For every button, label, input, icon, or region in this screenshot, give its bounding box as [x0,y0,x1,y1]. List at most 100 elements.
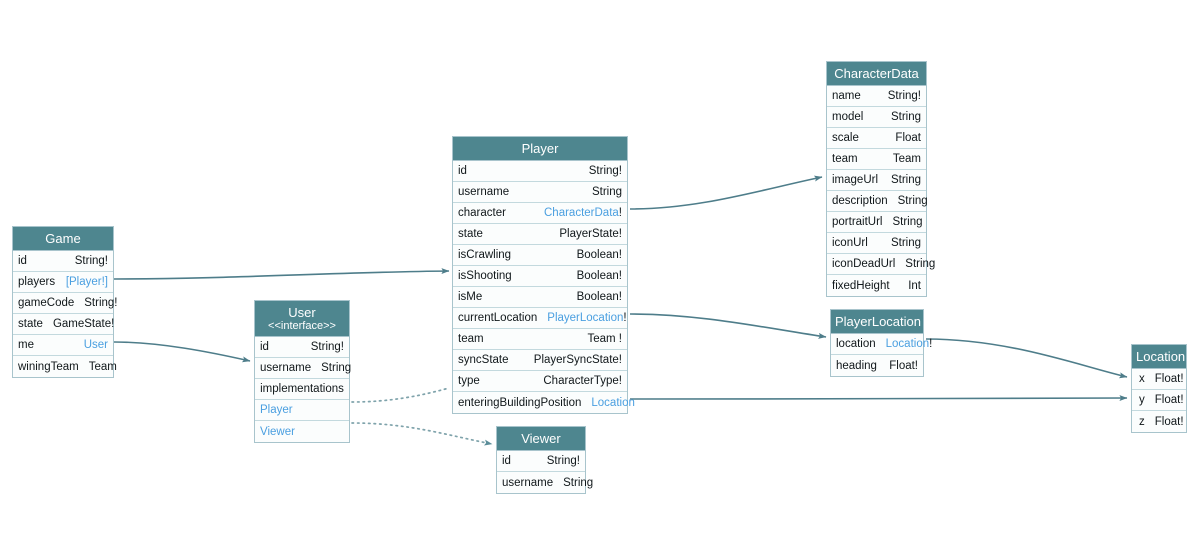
field-type[interactable]: [Player!] [65,276,108,288]
field-row[interactable]: players [Player!] [13,272,113,293]
edge-player-character-to-characterdata [629,175,823,210]
entity-game[interactable]: Game id String! players [Player!] gameCo… [12,226,118,378]
entity-location-title: Location [1132,345,1186,369]
non-null-marker: ! [618,207,622,219]
field-row[interactable]: name String! [827,86,926,107]
field-type[interactable]: CharacterData! [544,207,622,219]
field-row[interactable]: username String [497,472,593,493]
field-name: state [458,228,483,240]
field-type: String! [74,255,108,267]
field-row[interactable]: team Team ! [453,329,627,350]
field-name: syncState [458,354,509,366]
field-row[interactable]: isCrawling Boolean! [453,245,627,266]
field-type: Boolean! [576,270,622,282]
field-row[interactable]: id String! [453,161,627,182]
field-type: String [890,111,921,123]
field-type: String [890,174,921,186]
field-type: Int [908,279,921,292]
edge-game-players-to-player [113,268,450,280]
field-name: description [832,195,888,207]
field-type: Float [895,132,921,144]
field-row[interactable]: isMe Boolean! [453,287,627,308]
field-type: String [563,476,594,489]
implementation-viewer[interactable]: Viewer [255,421,349,442]
field-type: Boolean! [576,291,622,303]
field-row[interactable]: state GameState! [13,314,114,335]
entity-user[interactable]: User <<interface>> id String! username S… [254,300,352,443]
field-name: isMe [458,291,483,303]
field-row[interactable]: enteringBuildingPosition Location [453,392,635,413]
entity-player-title: Player [453,137,627,161]
entity-user-name: User [288,305,316,320]
field-type-text: CharacterData [544,207,619,219]
field-row[interactable]: username String [255,358,352,379]
field-name: portraitUrl [832,216,883,228]
field-row[interactable]: iconUrl String [827,233,926,254]
field-type: Team ! [587,333,622,345]
field-name: id [458,165,467,177]
field-row[interactable]: type CharacterType! [453,371,627,392]
field-row[interactable]: portraitUrl String [827,212,926,233]
entity-user-title: User <<interface>> [255,301,349,337]
entity-game-title: Game [13,227,113,251]
entity-user-stereotype: <<interface>> [268,320,336,332]
field-row[interactable]: model String [827,107,926,128]
field-type: String [321,362,352,374]
field-type[interactable]: User [83,339,108,351]
field-name: heading [836,359,877,372]
implementation-player[interactable]: Player [255,400,349,421]
field-row[interactable]: username String [453,182,627,203]
field-row[interactable]: syncState PlayerSyncState! [453,350,627,371]
entity-characterdata[interactable]: CharacterData name String! model String … [826,61,935,297]
field-type: Team [88,360,117,373]
entity-characterdata-title: CharacterData [827,62,926,86]
field-row[interactable]: fixedHeight Int [827,275,926,296]
field-row[interactable]: me User [13,335,113,356]
field-row[interactable]: isShooting Boolean! [453,266,627,287]
field-type[interactable]: PlayerLocation! [547,312,626,324]
field-row[interactable]: z Float! [1132,411,1186,432]
field-type: String! [84,297,118,309]
field-row[interactable]: winingTeam Team [13,356,117,377]
field-name: me [18,339,34,351]
field-row[interactable]: scale Float [827,128,926,149]
field-row[interactable]: gameCode String! [13,293,118,314]
field-type: String! [310,341,344,353]
field-row[interactable]: character CharacterData! [453,203,627,224]
edge-playerlocation-location-to-location [925,338,1128,379]
entity-player[interactable]: Player id String! username String charac… [452,136,635,414]
field-row[interactable]: heading Float! [831,355,923,376]
field-row[interactable]: iconDeadUrl String [827,254,935,275]
field-row[interactable]: description String [827,191,928,212]
field-type: Float! [1154,394,1184,406]
field-type[interactable]: Location [591,396,635,409]
field-row[interactable]: location Location! [831,334,932,355]
edge-game-me-to-user [113,341,251,363]
entity-playerlocation[interactable]: PlayerLocation location Location! headin… [830,309,932,377]
entity-viewer[interactable]: Viewer id String! username String [496,426,593,494]
field-row[interactable]: id String! [13,251,113,272]
implementations-label: implementations [260,383,344,395]
field-row[interactable]: state PlayerState! [453,224,627,245]
implementation-name: Viewer [260,425,295,438]
field-row[interactable]: imageUrl String [827,170,926,191]
field-type[interactable]: Location! [886,338,933,350]
field-name: id [260,341,269,353]
field-row[interactable]: id String! [497,451,585,472]
implementations-header: implementations [255,379,349,400]
field-name: x [1139,373,1145,385]
field-row[interactable]: id String! [255,337,349,358]
field-name: team [458,333,484,345]
field-row[interactable]: y Float! [1132,390,1186,411]
entity-location[interactable]: Location x Float! y Float! z Float! [1131,344,1187,433]
field-type: PlayerSyncState! [533,354,622,366]
field-name: type [458,375,480,387]
field-row[interactable]: team Team [827,149,926,170]
field-name: iconUrl [832,237,868,249]
edge-user-implements-viewer [351,422,493,446]
field-name: currentLocation [458,312,538,324]
field-row[interactable]: currentLocation PlayerLocation! [453,308,627,329]
edge-player-currentlocation-to-playerlocation [629,313,827,339]
implementation-name: Player [260,404,293,416]
field-row[interactable]: x Float! [1132,369,1186,390]
